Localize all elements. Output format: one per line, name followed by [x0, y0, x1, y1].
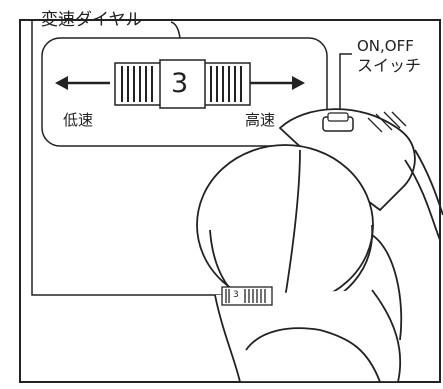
- low-speed-label: 低速: [63, 111, 94, 129]
- dial-ridges-left: [121, 66, 153, 102]
- speed-dial-label: 変速ダイヤル: [41, 10, 143, 30]
- on-off-switch-cap: [327, 112, 349, 122]
- diagram-frame: [19, 19, 441, 383]
- dial-leader: [31, 20, 225, 296]
- handle-ridges: [367, 111, 407, 133]
- left-arrowhead: [55, 76, 68, 90]
- device-speed-dial[interactable]: [221, 286, 273, 306]
- hand-mixer-body: [196, 108, 443, 383]
- dial-knob: [114, 59, 251, 109]
- dial-value: 3: [171, 68, 189, 99]
- right-arrowhead: [292, 76, 305, 90]
- switch-leader: [339, 53, 352, 118]
- switch-label: スイッチ: [357, 56, 422, 75]
- callout-bracket: [170, 21, 181, 39]
- on-off-label: ON,OFF: [357, 37, 414, 55]
- device-dial-value: 3: [233, 290, 239, 300]
- high-speed-label: 高速: [245, 111, 276, 129]
- dial-ridges-right: [210, 66, 242, 102]
